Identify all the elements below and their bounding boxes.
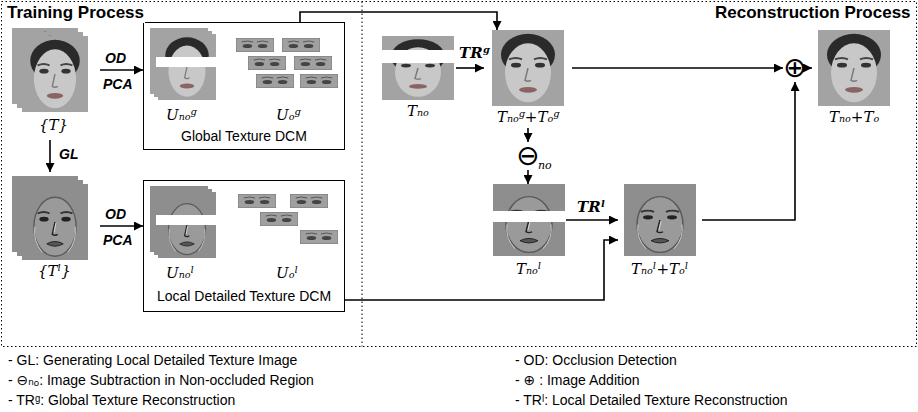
local-dcm-images: [150, 186, 338, 258]
node-label: Tₙₒᵍ+Tₒᵍ: [497, 108, 559, 126]
legend-entry: - TRˡ: Local Detailed Texture Reconstruc…: [515, 392, 787, 410]
legend-entry: - TRᵍ: Global Texture Reconstruction: [8, 392, 235, 410]
local-face-stack: [12, 176, 88, 260]
section-title: Reconstruction Process: [714, 3, 912, 23]
frame: [2, 2, 917, 347]
global-dcm-images: [150, 28, 338, 100]
image-stack: {Tˡ}: [8, 172, 100, 284]
node-text: Local Detailed Texture DCM: [157, 288, 331, 305]
arrow-connector: [345, 240, 618, 300]
legend-entry: - ⊕ : Image Addition: [515, 372, 640, 390]
edge-label: OD: [104, 206, 127, 223]
edge-label: GL: [58, 146, 79, 163]
edge-label: TRˡ: [576, 198, 606, 216]
face-image: Tₙₒ: [380, 36, 456, 126]
subtraction-operator: ⊖no: [516, 142, 540, 170]
node-label: ⊕: [783, 54, 806, 82]
node-text: Global Texture DCM: [181, 128, 307, 145]
face-image: Tₙₒˡ: [492, 184, 566, 280]
arrow-connector: [807, 67, 812, 69]
node-text: Uₒˡ: [276, 264, 298, 282]
arrow-annotation: PCA: [102, 76, 134, 93]
arrow-connector: [100, 225, 143, 227]
dcm-box: Uₙₒᵍ UₒᵍGlobal Texture DCM: [143, 22, 345, 150]
arrow-connector: [702, 82, 795, 220]
face-image: Tₙₒ+Tₒ: [812, 30, 896, 128]
arrow-connector: [100, 69, 143, 71]
node-label: Tₙₒˡ: [516, 260, 542, 278]
node-label: Tₙₒ+Tₒ: [829, 108, 879, 126]
legend-entry: - OD: Occlusion Detection: [515, 352, 677, 370]
face-image: Tₙₒˡ+Tₒˡ: [618, 184, 702, 280]
training-face-stack: [12, 28, 88, 112]
edge-label: TRᵍ: [458, 44, 491, 62]
node-text: no: [538, 160, 552, 171]
section-title: Training Process: [6, 3, 145, 23]
edge-label: OD: [104, 50, 127, 67]
arrow-annotation: PCA: [102, 232, 134, 249]
addition-operator: ⊕: [783, 54, 807, 82]
node-label: Tₙₒ: [407, 102, 429, 120]
arrow-connector: [527, 170, 529, 184]
node-label: {T}: [39, 116, 68, 134]
arrow-connector: [49, 140, 51, 172]
legend-entry: - GL: Generating Local Detailed Texture …: [8, 352, 297, 370]
arrow-connector: [572, 67, 783, 69]
reconstruction-faces: [382, 30, 890, 256]
node-label: ⊖: [516, 142, 539, 170]
dcm-box: Uₙₒˡ UₒˡLocal Detailed Texture DCM: [143, 180, 345, 312]
node-label: Uₙₒᵍ: [166, 106, 197, 124]
arrow-connector: [456, 67, 484, 69]
arrow-connector: [566, 219, 618, 221]
node-text: Uₒᵍ: [276, 106, 300, 124]
node-label: Tₙₒˡ+Tₒˡ: [631, 260, 689, 278]
legend-entry: - ⊖ₙₒ: Image Subtraction in Non-occluded…: [8, 372, 314, 390]
arrow-connector: [300, 12, 497, 30]
node-label: {Tˡ}: [38, 262, 71, 280]
arrow-connector: [527, 128, 529, 142]
image-stack: {T}: [8, 28, 100, 140]
node-label: Uₙₒˡ: [166, 264, 194, 282]
face-image: Tₙₒᵍ+Tₒᵍ: [484, 30, 572, 128]
